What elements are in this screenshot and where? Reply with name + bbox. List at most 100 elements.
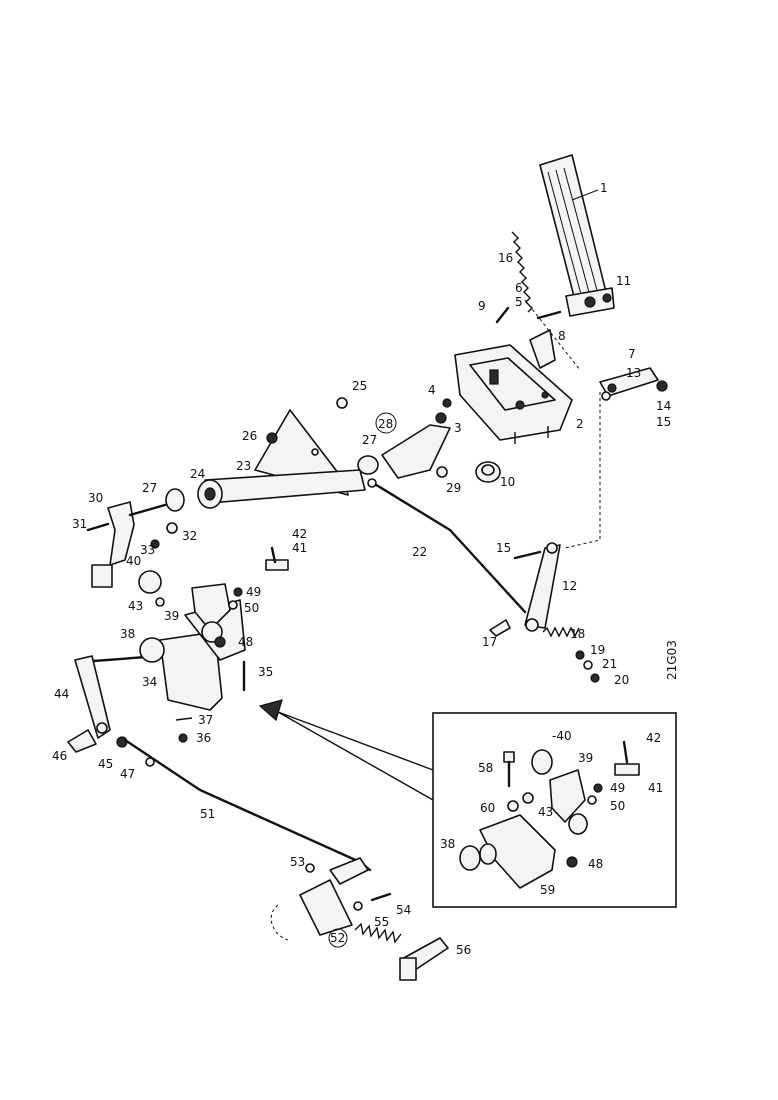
nut-26 bbox=[266, 432, 278, 444]
nut-20 bbox=[590, 673, 600, 683]
callout-44: 44 bbox=[54, 687, 69, 701]
bolt-15 bbox=[513, 550, 542, 560]
callout-55: 55 bbox=[374, 915, 389, 929]
inset-washer-50 bbox=[587, 795, 597, 805]
lever-39 bbox=[138, 570, 231, 643]
callout-15: 15 bbox=[656, 415, 671, 429]
cover-28 bbox=[381, 424, 451, 479]
callout-43: 43 bbox=[128, 599, 143, 613]
callout-9: 9 bbox=[478, 299, 486, 313]
callout-18: 18 bbox=[570, 627, 585, 641]
bushing-27 bbox=[165, 455, 379, 512]
spring-18 bbox=[542, 626, 580, 638]
callout-41: 41 bbox=[292, 541, 307, 555]
callout-19: 19 bbox=[590, 643, 605, 657]
inset-callout-39: 39 bbox=[578, 751, 593, 765]
callout-27-lower: 27 bbox=[142, 481, 157, 495]
inset-bracket-59 bbox=[459, 814, 556, 889]
inset-pointer-arrow bbox=[277, 711, 434, 801]
spring-57 bbox=[354, 922, 402, 944]
washer-55 bbox=[353, 901, 363, 911]
lever-44 bbox=[74, 655, 111, 739]
pedal-arm bbox=[529, 310, 562, 369]
callout-48: 48 bbox=[238, 635, 253, 649]
pin-17 bbox=[489, 619, 511, 637]
nut-29 bbox=[436, 466, 448, 478]
callout-12: 12 bbox=[562, 579, 577, 593]
bolt-37 bbox=[175, 717, 193, 721]
callout-5: 5 bbox=[515, 295, 523, 309]
callout-7: 7 bbox=[628, 347, 636, 361]
callout-47: 47 bbox=[120, 767, 135, 781]
bushing-10 bbox=[475, 461, 501, 483]
inset-washer-60 bbox=[507, 800, 519, 812]
callout-22: 22 bbox=[412, 545, 427, 559]
inset-nut-48 bbox=[566, 856, 578, 868]
callout-52: 52 bbox=[330, 931, 345, 945]
callout-2: 2 bbox=[576, 417, 584, 431]
pedal-bracket bbox=[454, 344, 573, 444]
inset-callout-40: -40 bbox=[552, 729, 572, 743]
callout-30: 30 bbox=[88, 491, 103, 505]
callout-28: 28 bbox=[378, 417, 393, 431]
washer-21 bbox=[583, 660, 593, 670]
nut-36 bbox=[178, 733, 188, 743]
callout-11: 11 bbox=[616, 274, 631, 288]
inset-callout-41: 41 bbox=[648, 781, 663, 795]
nut-49 bbox=[233, 587, 243, 597]
callout-24: 24 bbox=[190, 467, 205, 481]
inset-callout-43: 43 bbox=[538, 805, 553, 819]
bolt-9 bbox=[495, 306, 510, 324]
nut-48 bbox=[214, 636, 226, 648]
callout-34: 34 bbox=[142, 675, 157, 689]
inset-bolt-58 bbox=[503, 751, 515, 788]
callout-3: 3 bbox=[454, 421, 462, 435]
callout-32: 32 bbox=[182, 529, 197, 543]
callout-46: 46 bbox=[52, 749, 67, 763]
dashed-connector-1 bbox=[564, 392, 601, 549]
callout-labels: 1 16 11 6 5 9 8 7 13 14 15 4 3 2 25 28 2… bbox=[52, 181, 671, 957]
callout-14: 14 bbox=[656, 399, 671, 413]
washer-50 bbox=[228, 600, 238, 610]
accelerator-pedal bbox=[539, 154, 615, 317]
rod-51 bbox=[123, 738, 372, 872]
washer-43 bbox=[155, 597, 165, 607]
callout-15-lower: 15 bbox=[496, 541, 511, 555]
bolt-42 bbox=[270, 546, 277, 564]
inset-callout-59: 59 bbox=[540, 883, 555, 897]
lever-56 bbox=[399, 937, 449, 981]
pin-41 bbox=[265, 559, 289, 571]
callout-4: 4 bbox=[428, 383, 436, 397]
callout-26: 26 bbox=[242, 429, 257, 443]
bracket-46 bbox=[67, 729, 97, 753]
callout-37: 37 bbox=[198, 713, 213, 727]
diagram-code: 21G03 bbox=[665, 640, 679, 680]
inset-callout-49: 49 bbox=[610, 781, 625, 795]
callout-31: 31 bbox=[72, 517, 87, 531]
callout-27-upper: 27 bbox=[362, 433, 377, 447]
bearing-24 bbox=[197, 479, 223, 509]
inset-lever-39 bbox=[531, 749, 588, 835]
callout-1: 1 bbox=[600, 181, 608, 195]
nut-19 bbox=[575, 650, 585, 660]
lever-30 bbox=[86, 501, 167, 588]
clip-45 bbox=[116, 736, 128, 748]
inset-callout-48: 48 bbox=[588, 857, 603, 871]
dashed-connector-2 bbox=[524, 299, 581, 371]
inset-callout-42: 42 bbox=[646, 731, 661, 745]
inset-callout-38: 38 bbox=[440, 837, 455, 851]
cross-shaft-23 bbox=[204, 469, 366, 504]
callout-35: 35 bbox=[258, 665, 273, 679]
upper-lever bbox=[599, 367, 668, 401]
callout-20: 20 bbox=[614, 673, 629, 687]
rod-arm-53 bbox=[305, 857, 369, 885]
inset-callout-50: 50 bbox=[610, 799, 625, 813]
callout-23: 23 bbox=[236, 459, 251, 473]
washer-32 bbox=[166, 522, 178, 534]
callout-25: 25 bbox=[352, 379, 367, 393]
nut-3 bbox=[435, 412, 447, 424]
rod-22 bbox=[367, 478, 527, 614]
callout-17: 17 bbox=[482, 635, 497, 649]
callout-50: 50 bbox=[244, 601, 259, 615]
